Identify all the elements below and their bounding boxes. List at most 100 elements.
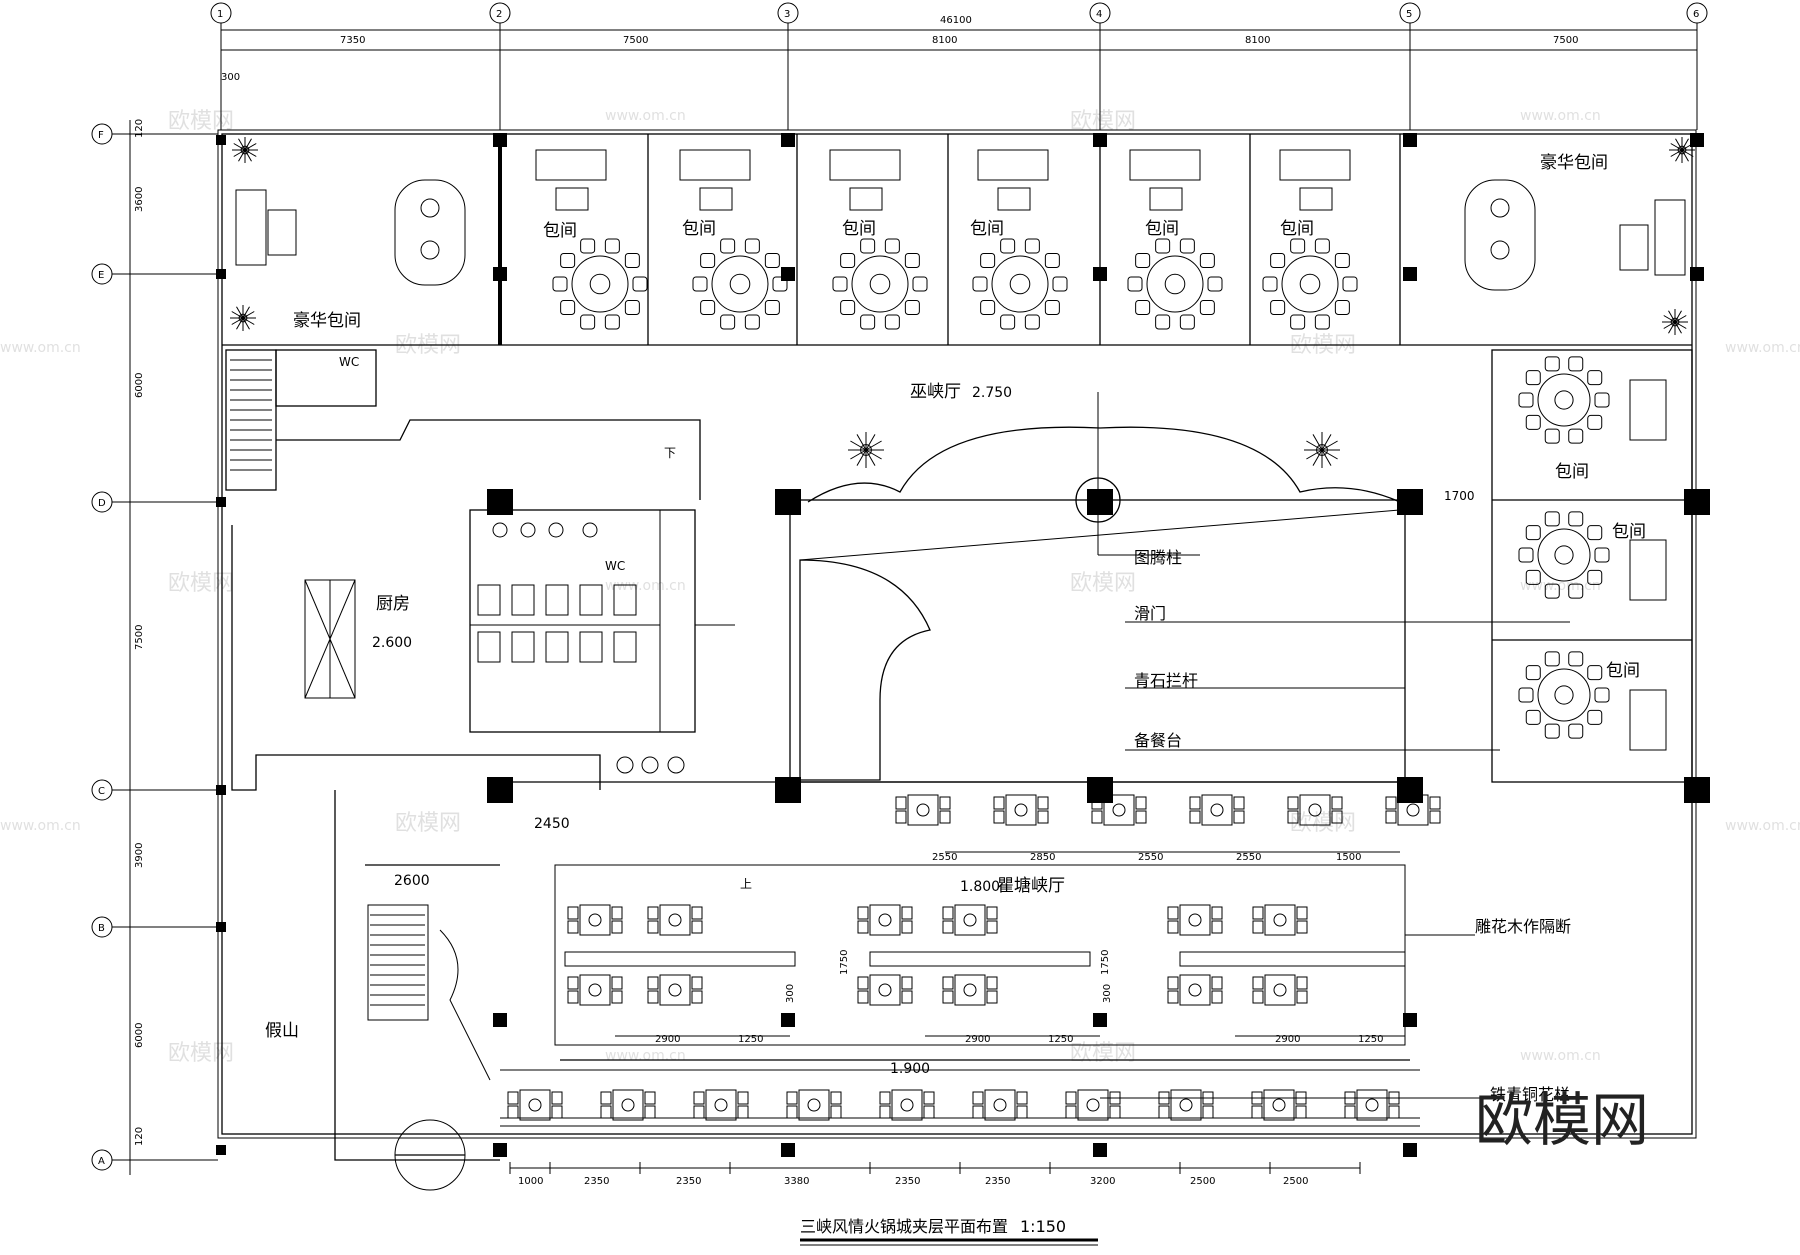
plant xyxy=(232,137,258,163)
wash-basin xyxy=(520,522,536,538)
svg-text:B: B xyxy=(98,923,105,934)
svg-text:F: F xyxy=(98,130,104,141)
dim-bottom-2: 2350 xyxy=(584,1176,609,1187)
room-label-private-5: 包间 xyxy=(1145,219,1179,239)
svg-text:E: E xyxy=(98,270,104,281)
square-table xyxy=(895,794,951,826)
round-dining-table xyxy=(692,238,788,330)
grid-col-bubble: 4 xyxy=(1089,2,1111,24)
sofa xyxy=(977,149,1049,181)
wash-basin xyxy=(582,522,598,538)
grid-row-bubble: B xyxy=(91,916,113,938)
dim-b-mid-1: 2900 xyxy=(965,1034,990,1045)
level-2450: 2450 xyxy=(534,816,570,832)
square-table xyxy=(1065,1089,1121,1121)
sofa xyxy=(1629,689,1667,751)
wash-basin xyxy=(492,522,508,538)
room-label-private-4: 包间 xyxy=(970,219,1004,239)
dim-b-mid-2: 1250 xyxy=(1048,1034,1073,1045)
dim-vert-300-a: 300 xyxy=(785,984,796,1003)
annotation-serving: 备餐台 xyxy=(1134,731,1182,750)
column xyxy=(1093,1143,1107,1157)
column xyxy=(493,1143,507,1157)
kitchen-label: 厨房 xyxy=(376,594,410,614)
column xyxy=(775,489,801,515)
wash-basin xyxy=(641,756,659,774)
square-table xyxy=(647,974,703,1006)
plant xyxy=(230,305,256,331)
grid-row-bubble: C xyxy=(91,779,113,801)
annotation-bronze-railing: 铁青铜花栏 xyxy=(1490,1085,1570,1104)
furniture-layer xyxy=(230,137,1695,1121)
column xyxy=(493,133,507,147)
column xyxy=(487,777,513,803)
room-label-private-2: 包间 xyxy=(682,219,716,239)
dim-c-2: 2850 xyxy=(1030,852,1055,863)
column xyxy=(216,1145,226,1155)
square-table xyxy=(1189,794,1245,826)
svg-text:C: C xyxy=(98,786,105,797)
watermark-url: www.om.cn xyxy=(605,108,686,124)
grid-row-bubble: D xyxy=(91,491,113,513)
square-table xyxy=(507,1089,563,1121)
watermark-brand: 欧模网 xyxy=(1475,1086,1649,1154)
watermark-url: www.om.cn xyxy=(605,578,686,594)
sofa xyxy=(849,187,883,211)
watermark-url: www.om.cn xyxy=(0,818,81,834)
column xyxy=(1684,489,1710,515)
column xyxy=(216,785,226,795)
watermark-url: www.om.cn xyxy=(1520,1048,1601,1064)
dim-b-right-2: 1250 xyxy=(1358,1034,1383,1045)
room-label-side-1: 包间 xyxy=(1555,462,1589,482)
dim-bottom-6: 2350 xyxy=(985,1176,1010,1187)
wash-basin xyxy=(667,756,685,774)
toilet-stall xyxy=(511,584,535,616)
sofa xyxy=(235,189,267,266)
level-wuxia: 2.750 xyxy=(972,385,1012,401)
room-label-luxury-right: 豪华包间 xyxy=(1540,152,1608,173)
square-table xyxy=(1167,904,1223,936)
dim-left-5: 6000 xyxy=(134,1023,145,1048)
dim-left-4: 3900 xyxy=(134,843,145,868)
room-label-private-6: 包间 xyxy=(1280,219,1314,239)
toilet-stall xyxy=(579,631,603,663)
dim-left-6: 120 xyxy=(134,1127,145,1146)
drawing-scale: 1:150 xyxy=(1020,1217,1066,1236)
dim-left-3: 7500 xyxy=(134,625,145,650)
grid-col-bubble: 6 xyxy=(1686,2,1708,24)
column xyxy=(781,267,795,281)
plant xyxy=(848,432,884,468)
room-label-private-3: 包间 xyxy=(842,219,876,239)
round-dining-table xyxy=(552,238,648,330)
stair-left xyxy=(225,349,277,491)
dim-left-2: 6000 xyxy=(134,373,145,398)
dim-c-5: 1500 xyxy=(1336,852,1361,863)
toilet-stall xyxy=(613,584,637,616)
dim-bottom-5: 2350 xyxy=(895,1176,920,1187)
sofa xyxy=(679,149,751,181)
column xyxy=(493,1013,507,1027)
square-table xyxy=(993,794,1049,826)
luxury-table-left xyxy=(394,179,466,286)
svg-text:1: 1 xyxy=(217,9,223,20)
grid-lines xyxy=(112,23,1698,1175)
square-table xyxy=(857,974,913,1006)
column xyxy=(781,1013,795,1027)
dim-vert-300-b: 300 xyxy=(1102,984,1113,1003)
round-dining-table xyxy=(1518,651,1610,739)
svg-text:2: 2 xyxy=(496,9,502,20)
dim-top-5: 7500 xyxy=(1553,35,1578,46)
column xyxy=(216,497,226,507)
square-table xyxy=(1158,1089,1214,1121)
sofa xyxy=(829,149,901,181)
dim-bottom-3: 2350 xyxy=(676,1176,701,1187)
square-table xyxy=(1252,904,1308,936)
svg-text:4: 4 xyxy=(1096,9,1102,20)
annotation-totem: 图腾柱 xyxy=(1134,548,1182,567)
square-table xyxy=(567,904,623,936)
grid-col-bubble: 3 xyxy=(777,2,799,24)
round-dining-table xyxy=(1127,238,1223,330)
sofa xyxy=(1299,187,1333,211)
column xyxy=(1093,133,1107,147)
watermark: 欧模网 xyxy=(168,571,234,596)
